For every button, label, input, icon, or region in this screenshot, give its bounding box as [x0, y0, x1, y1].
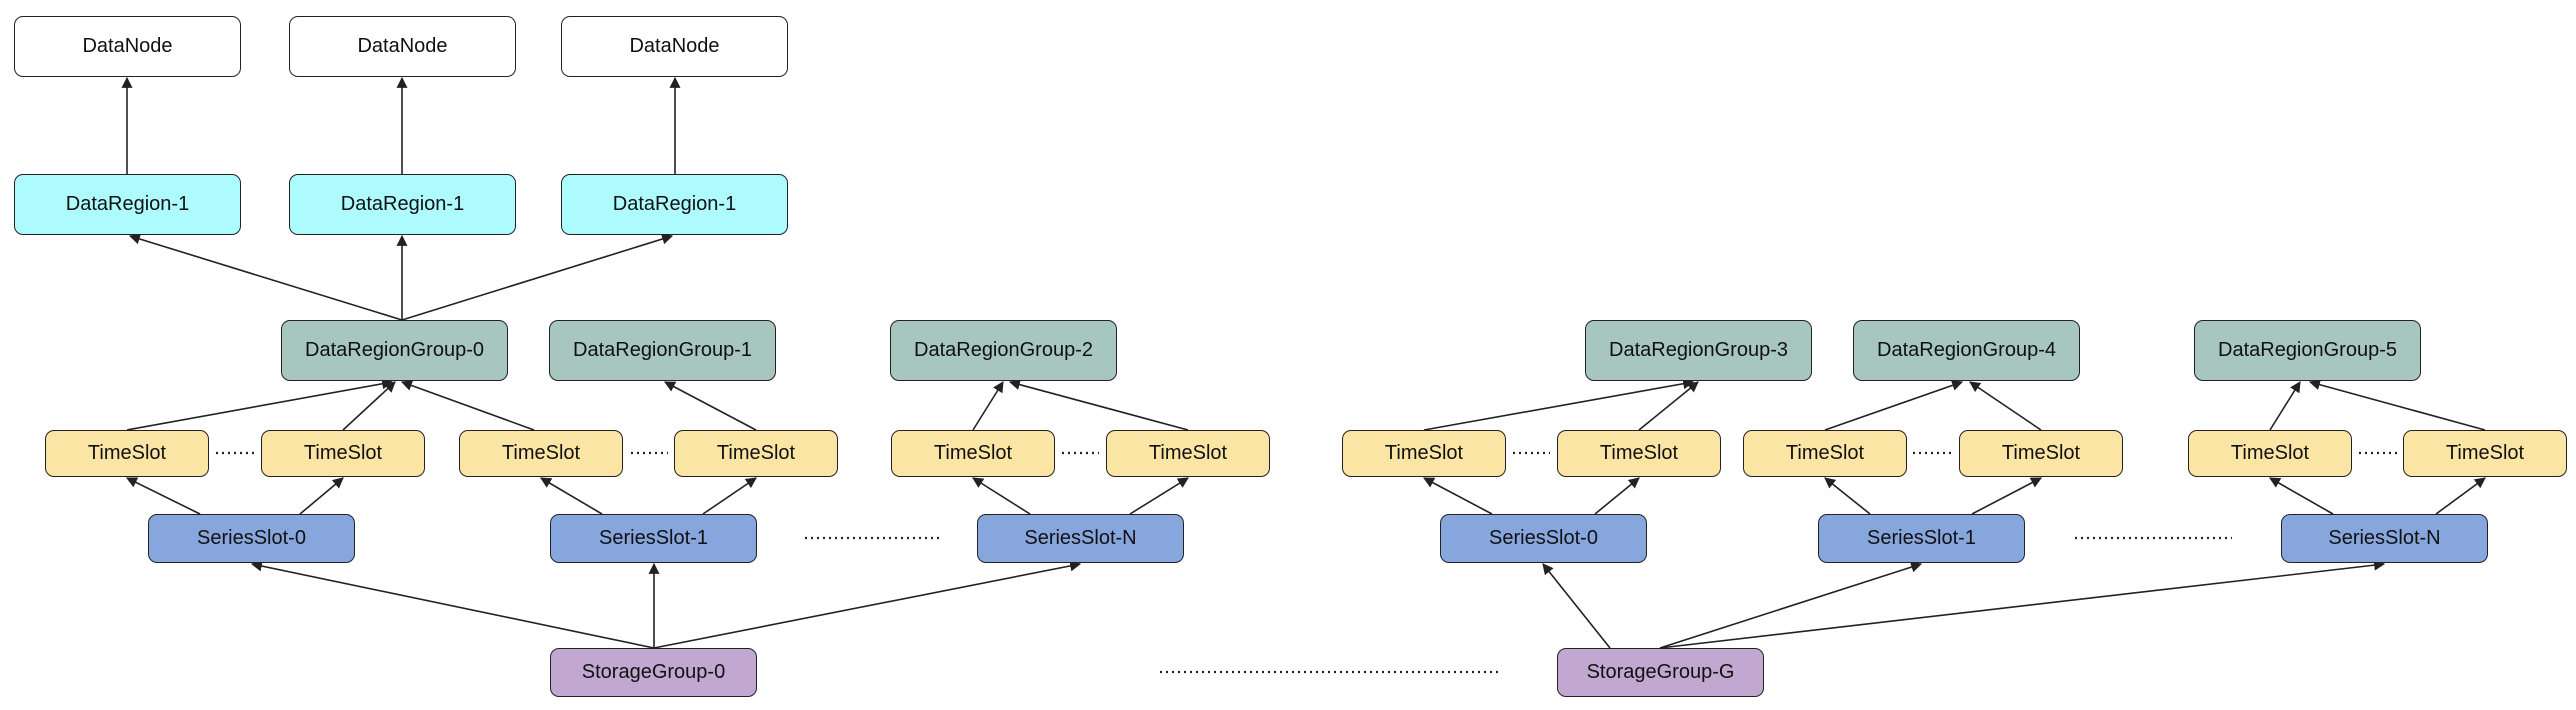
- timeslot-9: TimeSlot: [1743, 430, 1907, 477]
- dataregion-3: DataRegion-1: [561, 174, 788, 235]
- timeslot-3: TimeSlot: [459, 430, 623, 477]
- connector-arrow: [1129, 477, 1189, 515]
- seriesslot-n-left: SeriesSlot-N: [977, 514, 1184, 563]
- connector-arrow: [2269, 477, 2334, 515]
- connector-arrow: [2269, 381, 2301, 431]
- connector-arrow: [1423, 477, 1493, 515]
- connector-arrow: [401, 233, 674, 321]
- seriesslot-1-right: SeriesSlot-1: [1818, 514, 2025, 563]
- connector-arrow: [540, 477, 603, 515]
- dataregion-group-3: DataRegionGroup-3: [1585, 320, 1812, 381]
- timeslot-1: TimeSlot: [45, 430, 209, 477]
- datanode-2: DataNode: [289, 16, 516, 77]
- timeslot-10: TimeSlot: [1959, 430, 2123, 477]
- connector-arrow: [128, 233, 403, 321]
- datanode-3: DataNode: [561, 16, 788, 77]
- dataregion-2: DataRegion-1: [289, 174, 516, 235]
- connector-arrow: [400, 380, 535, 431]
- timeslot-4: TimeSlot: [674, 430, 838, 477]
- dataregion-group-5: DataRegionGroup-5: [2194, 320, 2421, 381]
- timeslot-5: TimeSlot: [891, 430, 1055, 477]
- connector-arrow: [972, 477, 1031, 515]
- storagegroup-g: StorageGroup-G: [1557, 648, 1764, 697]
- timeslot-11: TimeSlot: [2188, 430, 2352, 477]
- timeslot-2: TimeSlot: [261, 430, 425, 477]
- connector-arrow: [1594, 477, 1640, 515]
- connector-arrow: [2308, 379, 2486, 431]
- connector-arrow: [126, 378, 394, 431]
- connector-arrow: [1969, 381, 2042, 431]
- storagegroup-0: StorageGroup-0: [550, 648, 757, 697]
- datanode-1: DataNode: [14, 16, 241, 77]
- connector-arrow: [664, 381, 757, 431]
- connector-arrow: [2435, 477, 2486, 515]
- dataregion-group-4: DataRegionGroup-4: [1853, 320, 2080, 381]
- timeslot-6: TimeSlot: [1106, 430, 1270, 477]
- connector-arrow: [1423, 378, 1695, 431]
- dataregion-group-2: DataRegionGroup-2: [890, 320, 1117, 381]
- timeslot-8: TimeSlot: [1557, 430, 1721, 477]
- timeslot-7: TimeSlot: [1342, 430, 1506, 477]
- connector-arrow: [1971, 477, 2042, 515]
- connector-arrow: [972, 381, 1004, 431]
- connector-arrow: [653, 560, 1082, 649]
- connector-arrow: [342, 381, 396, 431]
- connector-arrow: [702, 477, 757, 515]
- connector-arrow: [1824, 380, 1964, 431]
- seriesslot-n-right: SeriesSlot-N: [2281, 514, 2488, 563]
- dataregion-1: DataRegion-1: [14, 174, 241, 235]
- dataregion-group-0: DataRegionGroup-0: [281, 320, 508, 381]
- seriesslot-0-right: SeriesSlot-0: [1440, 514, 1647, 563]
- connector-arrow: [1542, 563, 1611, 649]
- connector-arrow: [1659, 559, 2386, 649]
- connector-arrow: [126, 477, 201, 515]
- connector-arrow: [1659, 561, 1923, 649]
- connector-arrow: [1638, 381, 1699, 431]
- dataregion-group-1: DataRegionGroup-1: [549, 320, 776, 381]
- seriesslot-1-left: SeriesSlot-1: [550, 514, 757, 563]
- connector-arrow: [1008, 379, 1189, 431]
- connector-arrow: [250, 560, 655, 649]
- connector-arrow: [1824, 477, 1871, 515]
- seriesslot-0-left: SeriesSlot-0: [148, 514, 355, 563]
- connector-arrow: [299, 477, 344, 515]
- timeslot-12: TimeSlot: [2403, 430, 2567, 477]
